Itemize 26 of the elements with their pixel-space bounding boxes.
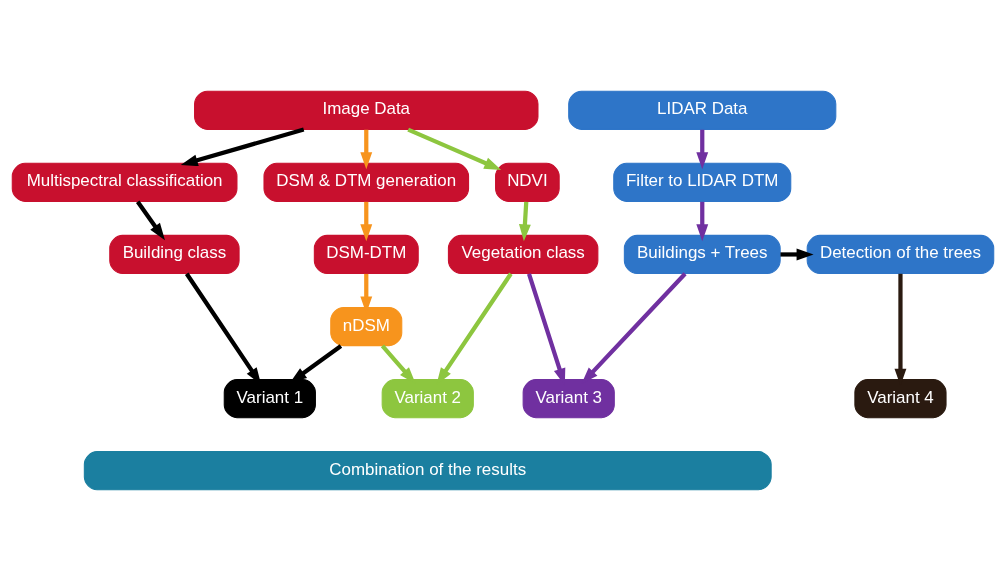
node-box: nDSM	[330, 306, 403, 347]
arrow	[696, 201, 709, 242]
node-box: DSM-DTM	[313, 234, 419, 275]
node-box: Variant 3	[522, 379, 615, 419]
node-box: Multispectral classification	[11, 162, 238, 202]
node-box: Building class	[109, 234, 240, 275]
arrow	[696, 129, 709, 170]
node-box: Variant 2	[381, 379, 474, 419]
node-box: Buildings + Trees	[623, 234, 781, 275]
arrow	[407, 127, 502, 170]
node-box: DSM & DTM generation	[263, 162, 470, 202]
arrow	[518, 201, 531, 242]
node-box: Variant 1	[223, 379, 316, 419]
arrow	[780, 248, 814, 261]
node-box: Detection of the trees	[806, 234, 995, 275]
node-box: Image Data	[194, 90, 539, 130]
node-box: Vegetation class	[447, 234, 599, 275]
node-box: LIDAR Data	[568, 90, 837, 130]
node-box: NDVI	[495, 162, 560, 202]
node-box: Combination of the results	[83, 451, 772, 491]
arrow	[136, 200, 165, 241]
node-box: Variant 4	[854, 379, 947, 419]
arrow	[180, 127, 305, 167]
node-box: Filter to LIDAR DTM	[613, 162, 792, 202]
arrow	[360, 129, 373, 170]
arrow	[360, 201, 373, 242]
